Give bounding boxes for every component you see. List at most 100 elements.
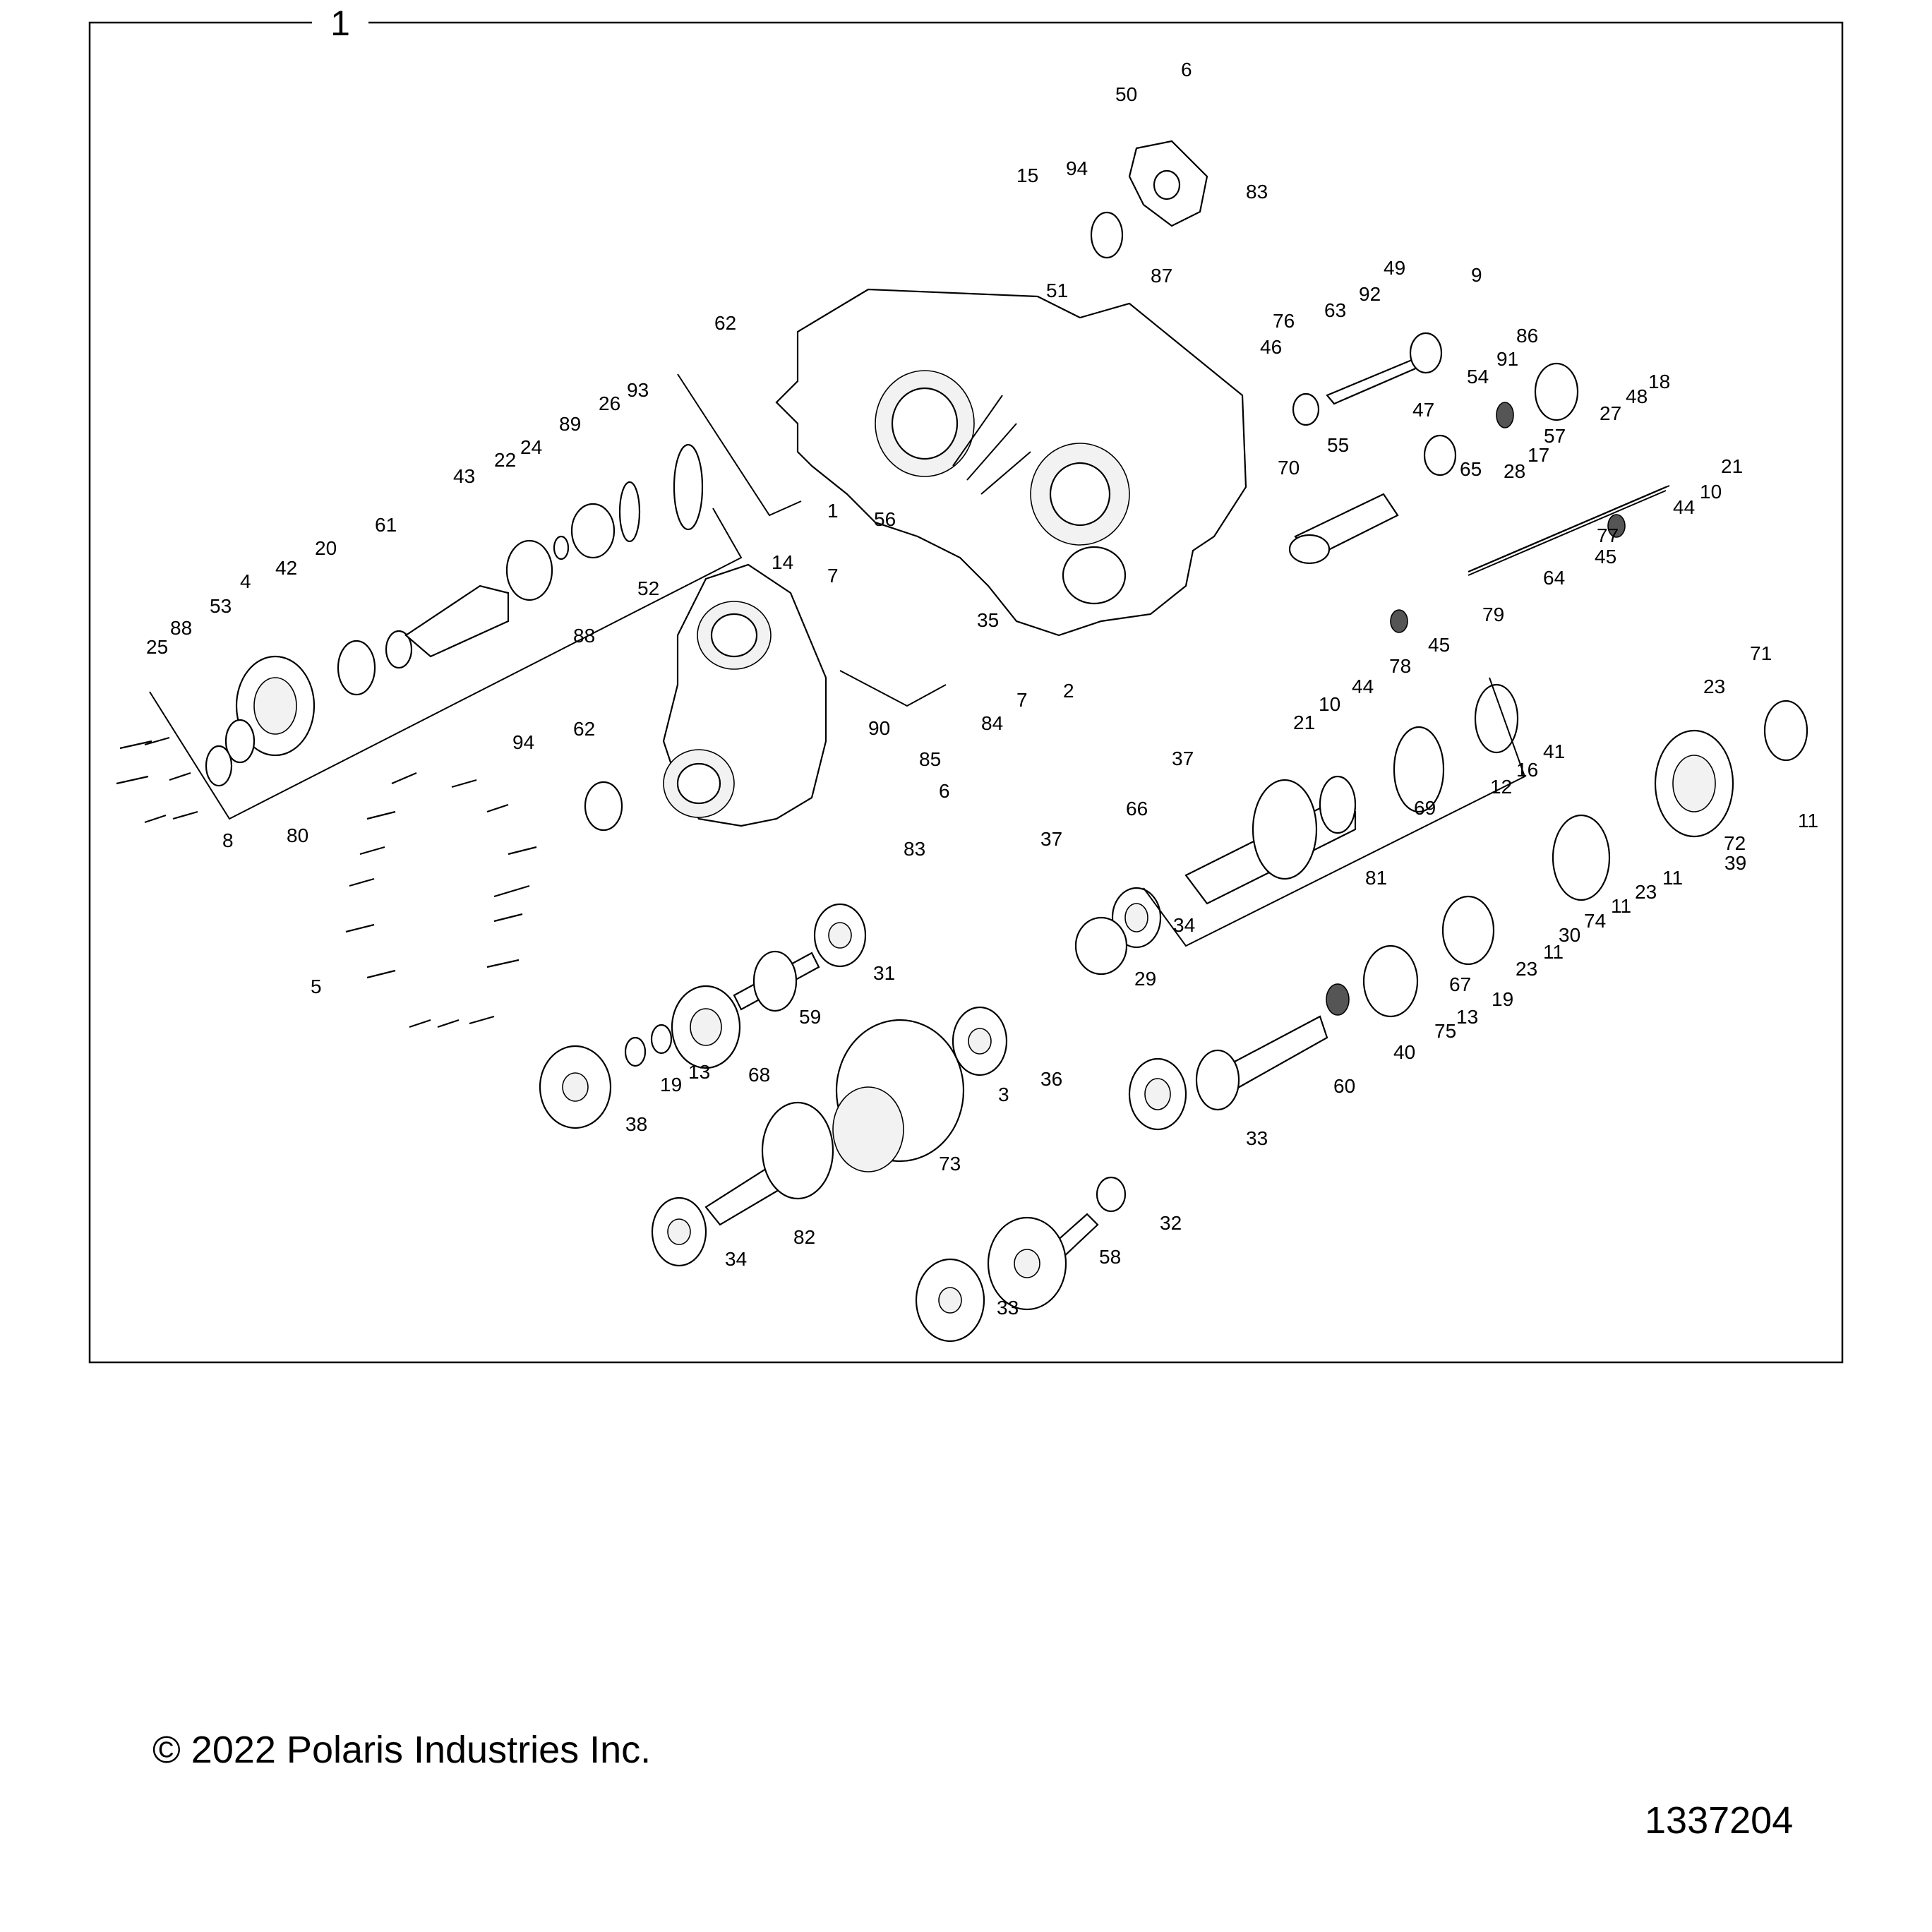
callout-52: 52 [637,577,659,599]
callout-31: 31 [873,962,895,984]
assembly-guide-lines [149,373,1526,947]
callout-12: 12 [1490,776,1512,798]
callout-92: 92 [1359,283,1381,305]
callout-36: 36 [1040,1068,1062,1090]
callout-45: 45 [1595,546,1616,568]
callout-50: 50 [1115,83,1137,105]
top-cover [1128,140,1208,227]
callout-4: 4 [240,570,251,592]
callout-84: 84 [981,712,1003,734]
callout-3: 3 [998,1084,1009,1105]
callout-18: 18 [1648,371,1670,392]
callout-10: 10 [1700,481,1722,503]
callout-5: 5 [311,976,322,997]
callout-94: 94 [512,731,534,753]
callout-29: 29 [1134,968,1156,990]
callout-51: 51 [1046,280,1068,301]
callout-60: 60 [1333,1075,1355,1097]
callout-90: 90 [868,717,890,739]
callout-87: 87 [1151,265,1172,287]
callout-34: 34 [1173,914,1195,936]
callout-27: 27 [1600,402,1621,424]
callout-25: 25 [146,636,168,658]
callout-1: 1 [827,500,839,522]
callout-78: 78 [1389,655,1411,677]
callout-62: 62 [573,718,595,740]
callout-47: 47 [1412,399,1434,421]
callout-74: 74 [1584,910,1606,932]
callout-20: 20 [315,537,337,559]
callout-88: 88 [573,625,595,647]
callout-42: 42 [275,557,297,579]
callout-62: 62 [714,312,736,334]
callout-26: 26 [599,392,620,414]
callout-77: 77 [1597,524,1619,546]
callout-91: 91 [1496,348,1518,370]
callout-64: 64 [1543,567,1565,589]
callout-73: 73 [939,1153,961,1175]
callout-6: 6 [939,780,950,802]
callout-11: 11 [1798,810,1818,832]
callout-70: 70 [1278,457,1300,479]
callout-33: 33 [1246,1127,1268,1149]
callout-23: 23 [1516,958,1537,980]
callout-66: 66 [1126,798,1148,820]
callout-32: 32 [1160,1212,1182,1234]
seal-ring-94-lower [584,781,623,832]
callout-13: 13 [1456,1006,1478,1028]
callout-68: 68 [748,1064,770,1086]
callout-13: 13 [688,1061,710,1083]
callout-57: 57 [1544,425,1566,447]
callout-48: 48 [1626,385,1648,407]
callout-37: 37 [1040,828,1062,850]
lower-gear-stack [539,903,1127,1343]
shift-mechanism [1288,332,1670,633]
callout-67: 67 [1449,973,1471,995]
callout-17: 17 [1528,444,1549,466]
callout-28: 28 [1504,460,1525,482]
callout-86: 86 [1516,325,1538,347]
callout-21: 21 [1293,712,1315,733]
callout-14: 14 [772,551,793,573]
side-cover-housing [662,563,827,827]
callout-88: 88 [170,617,192,639]
callout-81: 81 [1365,867,1387,889]
callout-11: 11 [1662,867,1683,889]
callout-8: 8 [222,829,234,851]
callout-23: 23 [1635,881,1657,903]
countershaft-assembly [1074,683,1808,1131]
callout-69: 69 [1414,797,1436,819]
callout-89: 89 [559,413,581,435]
callout-9: 9 [1471,264,1482,286]
callout-85: 85 [919,748,941,770]
callout-11: 11 [1611,895,1631,917]
callout-24: 24 [520,436,542,458]
callout-46: 46 [1260,336,1282,358]
callout-58: 58 [1099,1246,1121,1268]
callout-23: 23 [1703,676,1725,697]
callout-83: 83 [904,838,925,860]
callout-11: 11 [1543,941,1564,963]
callout-34: 34 [725,1248,747,1270]
callout-75: 75 [1434,1020,1456,1042]
callout-83: 83 [1246,181,1268,203]
callout-94: 94 [1066,157,1088,179]
callout-54: 54 [1467,366,1489,388]
callout-43: 43 [453,465,475,487]
callout-33: 33 [997,1297,1019,1319]
bolt-group [116,736,537,1028]
callout-61: 61 [375,514,397,536]
callout-44: 44 [1352,676,1374,697]
callout-56: 56 [874,508,896,530]
callout-2: 2 [1063,680,1074,702]
callout-71: 71 [1750,642,1772,664]
callout-93: 93 [627,379,649,401]
callout-53: 53 [210,595,232,617]
callout-59: 59 [799,1006,821,1028]
callout-19: 19 [660,1074,682,1096]
callout-7: 7 [1016,689,1028,711]
callout-82: 82 [793,1226,815,1248]
callout-6: 6 [1181,59,1192,80]
